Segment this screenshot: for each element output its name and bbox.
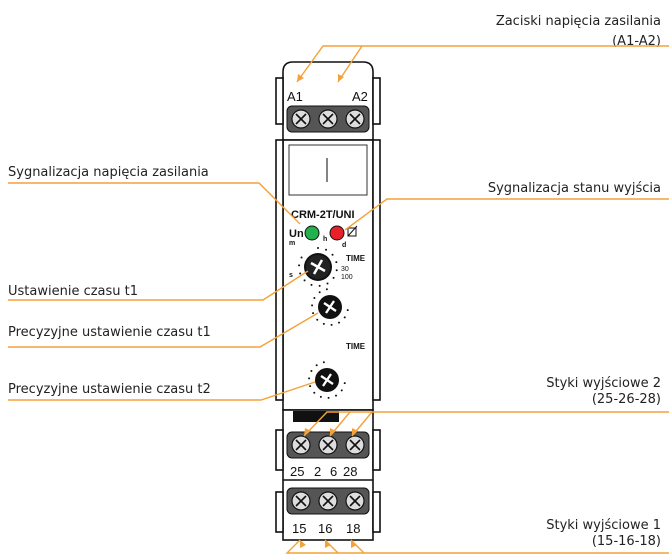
dial-scale-dot	[309, 385, 312, 388]
range-icon-h: h	[323, 236, 327, 243]
dial1-mark-100: 100	[341, 274, 353, 281]
dial-scale-dot	[338, 321, 340, 324]
range-icon-s: s	[289, 272, 293, 279]
dial-scale-dot	[311, 304, 314, 307]
led-green-un	[304, 225, 320, 241]
dial-scale-dot	[318, 284, 321, 287]
dial-scale-dot	[313, 297, 316, 299]
dial-scale-dot	[335, 269, 338, 272]
terminal-16: 16	[318, 521, 332, 536]
leader-outputs-1	[285, 539, 669, 554]
terminal-2: 2	[314, 464, 321, 479]
dial-scale-dot	[325, 248, 328, 251]
leader-outputs-2	[303, 411, 669, 437]
dial-scale-dot	[322, 322, 325, 325]
out2-line1: Styki wyjściowe 2	[546, 376, 661, 391]
dial-scale-dot	[315, 364, 318, 367]
leader-t1-setting	[8, 270, 309, 301]
terminal-screw	[318, 109, 338, 129]
supply-signal-label: Sygnalizacja napięcia zasilania	[8, 165, 209, 180]
dial1-time-label: TIME	[346, 254, 366, 263]
leader-supply-terminals	[296, 45, 669, 83]
terminal-15: 15	[292, 521, 306, 536]
range-icon-d: d	[342, 242, 346, 249]
dial-scale-dot	[300, 256, 303, 259]
t1-fine-label: Precyzyjne ustawienie czasu t1	[8, 325, 211, 340]
dial-t2-fine[interactable]	[315, 368, 339, 392]
supply-terminals-line1: Zaciski napięcia zasilania	[495, 14, 661, 29]
dial3-time-label: TIME	[346, 342, 366, 351]
leader-arrowheads	[297, 74, 358, 548]
dial-scale-dot	[325, 288, 328, 291]
t1-setting-label: Ustawienie czasu t1	[8, 284, 139, 299]
terminal-28: 28	[343, 464, 357, 479]
output-signal-label: Sygnalizacja stanu wyjścia	[487, 181, 661, 196]
terminal-6: 6	[330, 464, 337, 479]
dial-scale-dot	[310, 283, 313, 286]
leader-supply-signal	[8, 182, 301, 225]
dial-t1-range[interactable]	[304, 253, 332, 281]
terminal-a2: A2	[352, 89, 368, 104]
out1-line2: (15-16-18)	[591, 534, 661, 549]
relay-output-icon	[347, 225, 358, 237]
dial-scale-dot	[327, 396, 330, 399]
terminal-screw	[345, 109, 365, 129]
terminal-screw	[345, 491, 365, 511]
brand-logo: ELKO	[298, 412, 323, 422]
dial-scale-dot	[316, 318, 319, 321]
supply-terminals-line2: (A1-A2)	[612, 34, 661, 49]
out2-line2: (25-26-28)	[591, 392, 661, 407]
dial-scale-dot	[322, 361, 325, 364]
dial-scale-dot	[335, 394, 337, 397]
dial-scale-dot	[330, 323, 333, 326]
dial-scale-dot	[298, 264, 301, 267]
dial-scale-dot	[331, 253, 334, 256]
t2-fine-label: Precyzyjne ustawienie czasu t2	[8, 382, 211, 397]
terminal-25: 25	[290, 464, 304, 479]
leader-lines	[8, 45, 669, 554]
terminal-screw	[291, 491, 311, 511]
dial-scale-dot	[343, 316, 346, 319]
terminal-screw	[318, 435, 338, 455]
terminal-screw	[291, 109, 311, 129]
supply-terminals-label: Zaciski napięcia zasilania (A1-A2)	[496, 14, 661, 50]
out1-line1: Styki wyjściowe 1	[546, 518, 661, 533]
output-contacts-2-label: Styki wyjściowe 2 (25-26-28)	[546, 376, 661, 408]
dial-scale-dot	[310, 370, 313, 372]
dial-scale-dot	[313, 391, 316, 394]
dial-scale-dot	[312, 312, 315, 315]
dial-scale-dot	[340, 389, 343, 392]
range-icon-m: m	[289, 240, 295, 247]
dial-scale-dot	[317, 247, 319, 249]
terminal-screw	[345, 435, 365, 455]
terminal-screw	[291, 435, 311, 455]
terminal-a1: A1	[287, 89, 303, 104]
dial-scale-dot	[326, 282, 329, 285]
dial-scale-dot	[346, 309, 349, 312]
led-red-output	[329, 225, 345, 241]
brand-strip	[293, 411, 339, 422]
terminal-18: 18	[346, 521, 360, 536]
dial-scale-dot	[318, 291, 321, 294]
led-un-label: Un	[289, 228, 304, 240]
model-label: CRM-2T/UNI	[291, 209, 355, 221]
dial-scale-dot	[308, 377, 311, 380]
dial-scale-dot	[343, 382, 346, 385]
dial-scale-dot	[332, 276, 335, 279]
dial-scale-dot	[319, 395, 322, 398]
dial-t1-fine[interactable]	[318, 295, 342, 319]
output-contacts-1-label: Styki wyjściowe 1 (15-16-18)	[546, 518, 661, 550]
top-window	[288, 144, 368, 196]
leader-t2-fine	[8, 381, 316, 401]
dial-scale-dot	[335, 261, 338, 264]
dial-ticks	[298, 247, 349, 399]
terminal-screw	[318, 491, 338, 511]
leader-t1-fine	[8, 312, 319, 348]
leader-output-signal	[344, 198, 669, 231]
dial-scale-dot	[299, 272, 302, 275]
dial1-mark-30: 30	[341, 266, 349, 273]
dial-scale-dot	[303, 279, 306, 282]
